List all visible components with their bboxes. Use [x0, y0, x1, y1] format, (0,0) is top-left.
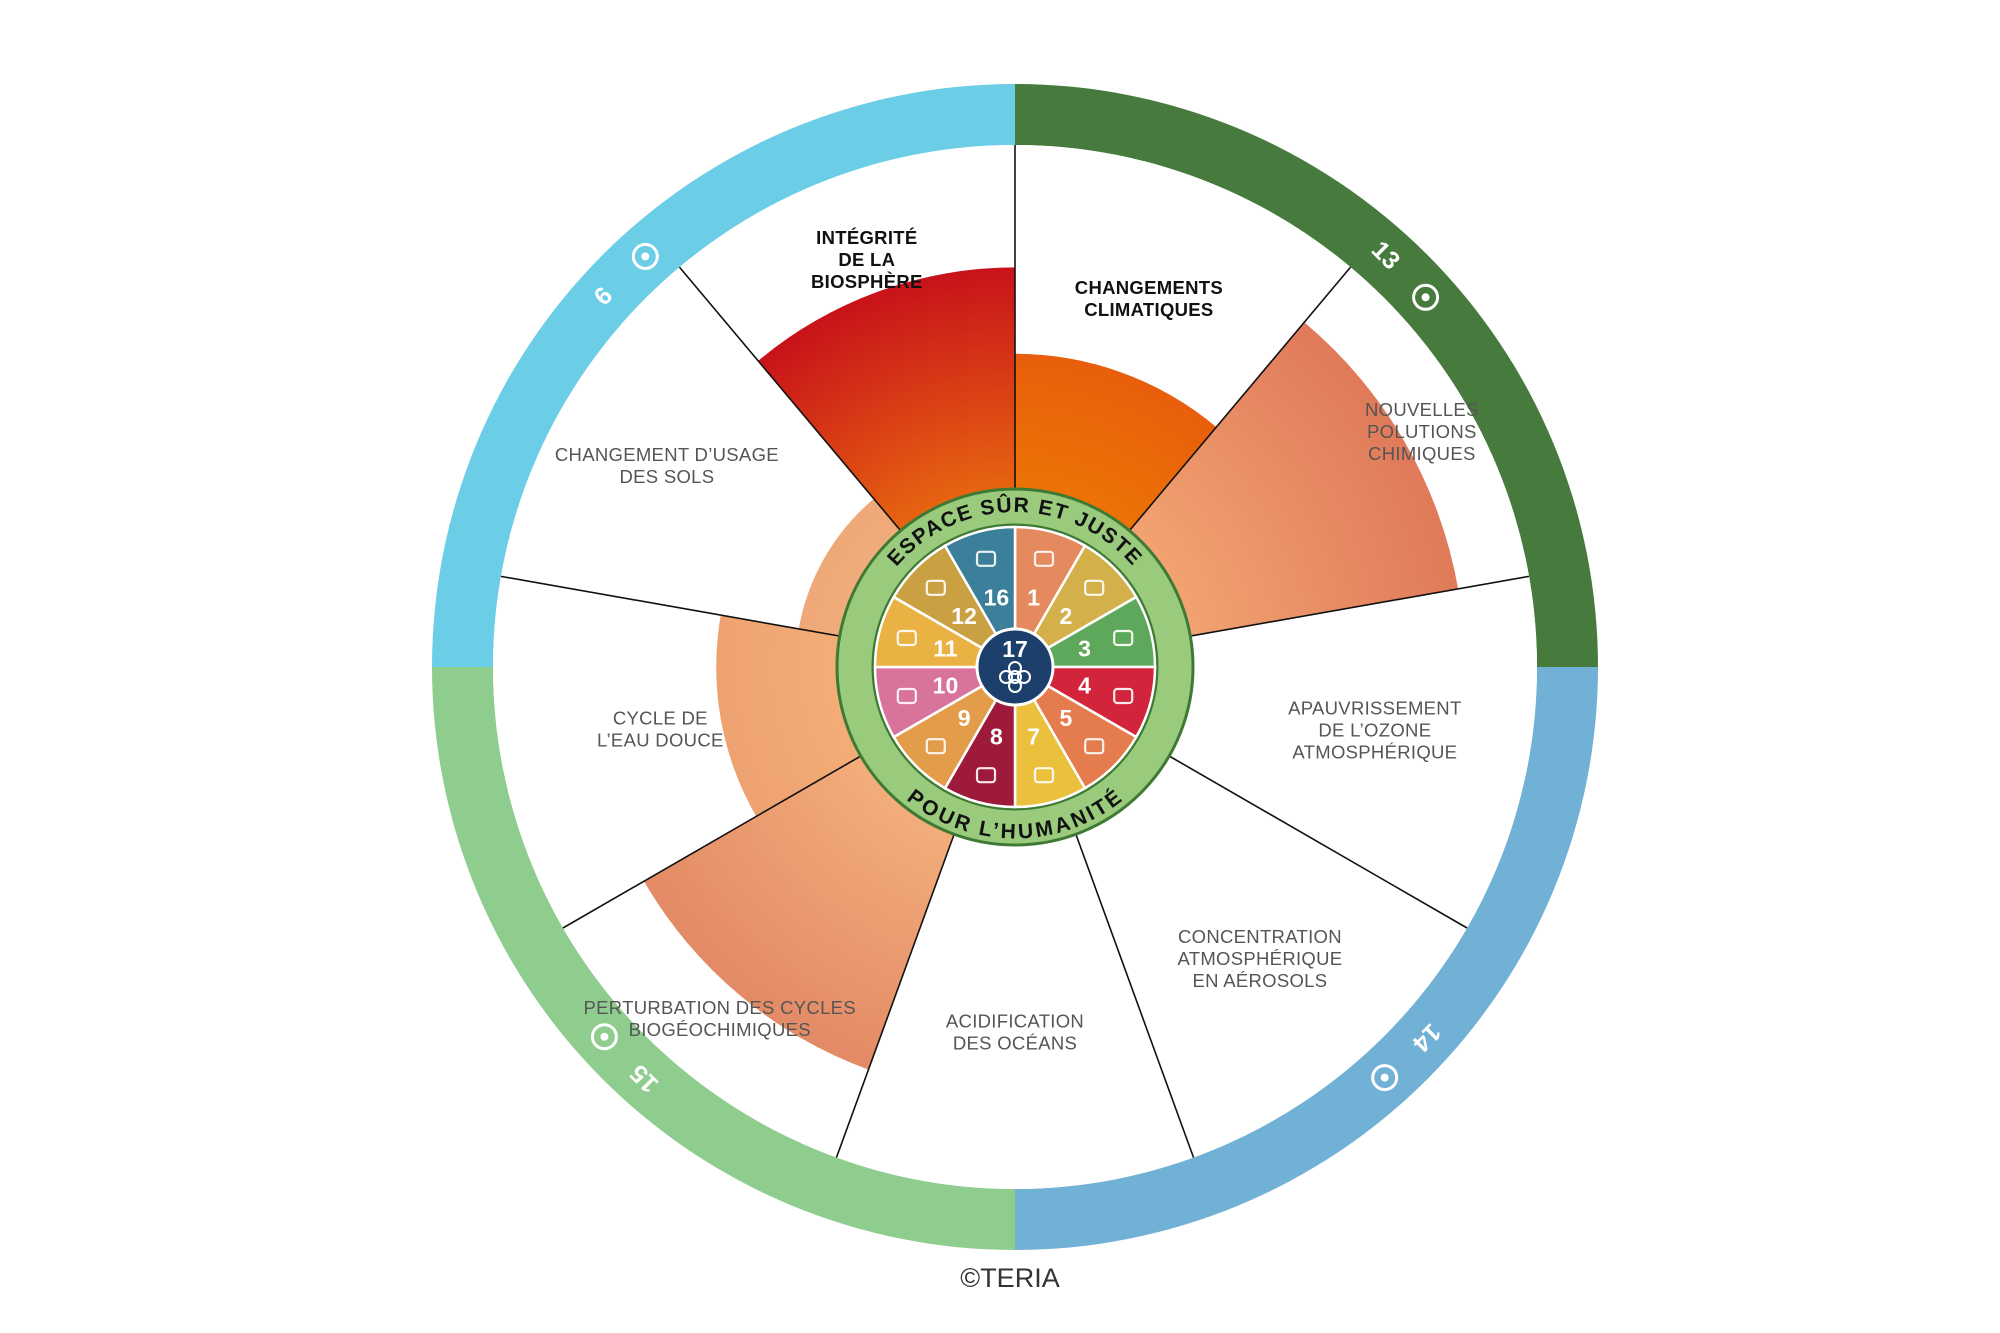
- sdg-center-disc: [975, 627, 1055, 707]
- label-line: CONCENTRATION: [1178, 926, 1342, 947]
- label-line: INTÉGRITÉ: [816, 227, 917, 248]
- sdg-number: 10: [933, 673, 959, 699]
- gender-icon: [1084, 738, 1105, 755]
- sdg-number: 9: [958, 705, 971, 731]
- label-line: DES SOLS: [619, 466, 714, 487]
- copyright-credit: ©TERIA: [960, 1263, 1059, 1293]
- outer-band-quadrant-4: [432, 84, 1015, 667]
- label-line: DE L’OZONE: [1318, 719, 1431, 740]
- heartbeat-icon: [1113, 629, 1134, 647]
- sdg-wedge-10: 10: [873, 665, 984, 739]
- segment-divider: [1184, 575, 1530, 638]
- sdg-number: 4: [1078, 673, 1091, 699]
- label-line: APAUVRISSEMENT: [1288, 697, 1461, 718]
- segment-divider: [1163, 752, 1468, 929]
- outer-band-quadrant-1: [1015, 84, 1598, 667]
- equality-icon: [896, 687, 917, 705]
- outer-band-quadrant-2: [1015, 667, 1598, 1250]
- segment-divider: [678, 266, 906, 536]
- partnership-flower-icon: [999, 661, 1031, 693]
- sdg-number: 7: [1027, 724, 1040, 750]
- sdg-number: 11: [933, 635, 958, 661]
- sdg-number: 16: [984, 584, 1010, 610]
- segment-divider: [1073, 828, 1195, 1158]
- label-line: POLUTIONS: [1367, 421, 1477, 442]
- label-line: ATMOSPHÉRIQUE: [1177, 948, 1342, 969]
- cubes-icon: [925, 738, 946, 755]
- infinity-icon: [925, 579, 946, 596]
- water-drop-glass-icon: [631, 242, 659, 270]
- sdg-wedge-16: 16: [943, 525, 1017, 636]
- label-line: CLIMATIQUES: [1084, 299, 1213, 320]
- bowl-icon: [1084, 579, 1105, 596]
- label-line: CHANGEMENTS: [1075, 277, 1223, 298]
- segment-divider: [562, 752, 867, 929]
- family-icon: [1033, 550, 1055, 567]
- outer-band-quadrant-3: [432, 667, 1015, 1250]
- dove-icon: [975, 550, 997, 567]
- label-line: ATMOSPHÉRIQUE: [1292, 741, 1457, 762]
- label-line: CHANGEMENT D’USAGE: [555, 444, 779, 465]
- label-line: PERTURBATION DES CYCLES: [583, 997, 855, 1018]
- segment-divider: [835, 828, 957, 1158]
- segment-divider: [1124, 266, 1352, 536]
- fish-waves-icon: [1371, 1064, 1399, 1092]
- label-line: ACIDIFICATION: [946, 1010, 1084, 1031]
- sun-icon: [1033, 767, 1055, 784]
- label-line: EN AÉROSOLS: [1192, 970, 1327, 991]
- label-line: DE LA: [838, 249, 895, 270]
- label-line: CYCLE DE: [613, 708, 708, 729]
- sdg-number: 2: [1060, 603, 1073, 629]
- sdg-center-number: 17: [1002, 636, 1028, 662]
- label-line: DES OCÉANS: [953, 1032, 1077, 1053]
- segment-dividers: [500, 145, 1530, 1158]
- outer-band: [432, 84, 1598, 1250]
- label-line: NOUVELLES: [1365, 399, 1479, 420]
- label-line: CHIMIQUES: [1368, 443, 1476, 464]
- label-line: L’EAU DOUCE: [597, 730, 724, 751]
- growth-chart-icon: [975, 767, 997, 784]
- sdg-number: 1: [1027, 584, 1040, 610]
- label-line: BIOGÉOCHIMIQUES: [629, 1019, 811, 1040]
- label-line: BIOSPHÈRE: [811, 271, 923, 292]
- sdg-hub: ESPACE SÛR ET JUSTE POUR L’HUMANITÉ 1234…: [835, 487, 1195, 847]
- tree-land-icon: [590, 1023, 618, 1051]
- sdg-number: 3: [1078, 635, 1091, 661]
- sdg-number: 5: [1060, 705, 1073, 731]
- sdg-number: 12: [951, 603, 977, 629]
- climate-eye-globe-icon: [1412, 283, 1440, 311]
- segment-divider: [500, 575, 846, 638]
- book-icon: [1113, 687, 1134, 705]
- sdg-number: 8: [990, 724, 1003, 750]
- city-icon: [896, 629, 917, 647]
